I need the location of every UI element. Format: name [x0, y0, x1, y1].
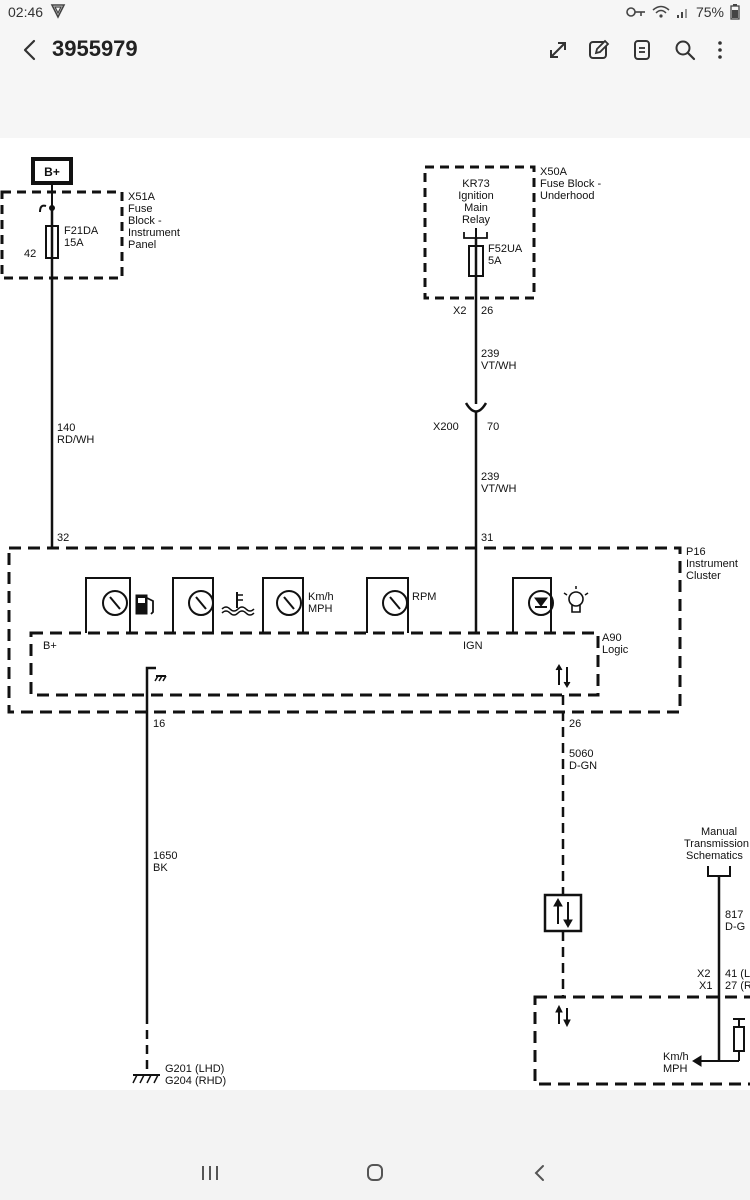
diagram-label: 32 [57, 532, 69, 544]
diagram-label: 41 (L [725, 968, 750, 980]
diagram-label: Relay [462, 214, 491, 226]
diagram-label: 5060 [569, 748, 593, 760]
key-icon [626, 7, 645, 17]
diagram-label: Block - [128, 215, 162, 227]
signal-icon [676, 9, 687, 18]
connector-x200 [464, 402, 488, 413]
diagram-label: Ignition [458, 190, 493, 202]
diagram-label: Km/h [663, 1051, 689, 1063]
diagram-label: Underhood [540, 190, 594, 202]
lower-module [533, 995, 750, 1086]
wifi-icon [652, 5, 670, 18]
instrument-cluster [7, 546, 682, 714]
diagram-label: 27 (R [725, 980, 750, 992]
p16-label: P16 [686, 546, 706, 558]
gauge-rpm-frame [366, 577, 409, 633]
back-arrow-icon[interactable] [20, 38, 42, 62]
diagram-label: 42 [24, 248, 36, 260]
gauge-speed-frame [262, 577, 304, 633]
diagram-label: 1650 [153, 850, 177, 862]
diagram-label: D-G [725, 921, 745, 933]
diagram-label: BK [153, 862, 168, 874]
battery-label: B+ [44, 165, 60, 179]
battery-percent: 75% [695, 4, 724, 20]
system-nav-bar [0, 1090, 750, 1200]
fuel-pump-icon [135, 594, 148, 615]
diagram-label: RPM [412, 591, 436, 603]
diagram-label: VT/WH [481, 483, 516, 495]
x51a-label: X51A [128, 191, 156, 203]
ground-label: G201 (LHD) [165, 1063, 224, 1075]
diagram-label: 31 [481, 532, 493, 544]
diagram-label: 140 [57, 422, 75, 434]
diagram-label: Main [464, 202, 488, 214]
status-time: 02:46 [8, 4, 44, 20]
fuse-f52ua-label: F52UA [488, 243, 523, 255]
status-bar: 02:46 75% [0, 0, 750, 26]
x200-label: X200 [433, 421, 459, 433]
wire-1650 [145, 666, 156, 712]
diagram-label: 26 [569, 718, 581, 730]
diagram-label: Transmission [684, 838, 749, 850]
diagram-label: Instrument [686, 558, 738, 570]
fuse-f21da-label: F21DA [64, 225, 99, 237]
diagram-label: 26 [481, 305, 493, 317]
fuse-block-ip [0, 190, 124, 280]
diagram-label: Fuse Block - [540, 178, 601, 190]
diagram-label: D-GN [569, 760, 597, 772]
a90-label: A90 [602, 632, 622, 644]
shield-icon [50, 4, 66, 19]
x50a-label: X50A [540, 166, 568, 178]
diagram-label: X1 [699, 980, 712, 992]
status-icons: 75% [626, 4, 740, 20]
logic-module [29, 631, 600, 697]
diagram-label: 239 [481, 471, 499, 483]
diagram-label: Logic [602, 644, 629, 656]
diagram-label: 5A [488, 255, 502, 267]
diagram-label: Fuse [128, 203, 152, 215]
more-icon[interactable] [708, 38, 732, 62]
gauge-fuel-frame [85, 577, 131, 633]
battery-icon [730, 4, 740, 20]
diagram-label: RD/WH [57, 434, 94, 446]
diagram-page[interactable]: B+ X51A Fuse Block - Instrument Panel F2… [0, 138, 750, 1090]
relay-label: KR73 [462, 178, 490, 190]
diagram-label: MPH [308, 603, 333, 615]
home-button[interactable] [355, 1158, 395, 1188]
diagram-label: 15A [64, 237, 84, 249]
diagram-label: Instrument [128, 227, 180, 239]
search-icon[interactable] [673, 38, 697, 62]
expand-icon[interactable] [546, 38, 570, 62]
diagram-label: MPH [663, 1063, 688, 1075]
diagram-label: VT/WH [481, 360, 516, 372]
serial-data-box [543, 893, 583, 933]
recents-button[interactable] [190, 1158, 230, 1188]
diagram-label: G204 (RHD) [165, 1075, 226, 1087]
diagram-label: Schematics [686, 850, 743, 862]
edit-icon[interactable] [587, 38, 611, 62]
app-bar: 3955979 [0, 26, 750, 76]
manual-trans-ref [707, 866, 731, 877]
diagram-label: Km/h [308, 591, 334, 603]
wiring-diagram: B+ X51A Fuse Block - Instrument Panel F2… [0, 157, 750, 1087]
diagram-label: 817 [725, 909, 743, 921]
text-icon[interactable] [630, 38, 654, 62]
back-button[interactable] [520, 1158, 560, 1188]
diagram-label: B+ [43, 640, 57, 652]
diagram-label: IGN [463, 640, 483, 652]
diagram-label: Cluster [686, 570, 721, 582]
diagram-label: 239 [481, 348, 499, 360]
diagram-label: 16 [153, 718, 165, 730]
diagram-label: X2 [697, 968, 710, 980]
indicator-frame [512, 577, 552, 633]
diagram-label: Panel [128, 239, 156, 251]
manual-trans-label: Manual [701, 826, 737, 838]
bulb-icon [568, 591, 584, 607]
diagram-label: 70 [487, 421, 499, 433]
gauge-temp-frame [172, 577, 214, 633]
diagram-label: X2 [453, 305, 466, 317]
document-title: 3955979 [52, 36, 138, 61]
